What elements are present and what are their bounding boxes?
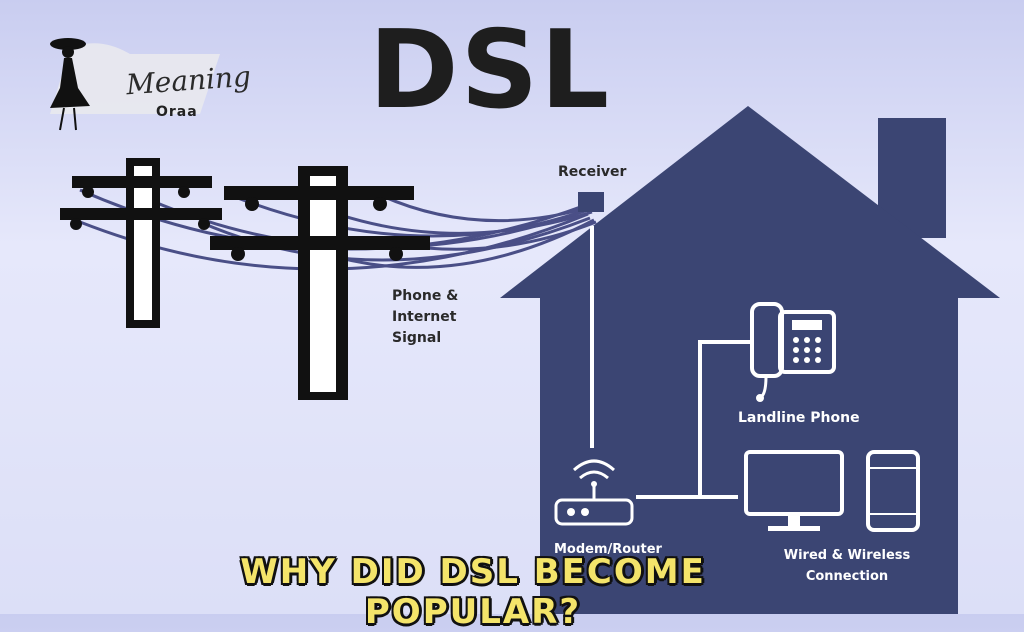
meaning-oraa-logo: Meaning Oraa [30, 28, 252, 138]
utility-pole-right [210, 166, 430, 400]
logo-figure-icon [50, 38, 220, 131]
landline-label: Landline Phone [738, 410, 860, 426]
signal-label: Phone & Internet Signal [392, 288, 459, 346]
headline-banner: WHY DID DSL BECOME POPULAR? [240, 552, 706, 632]
computer-monitor-icon [744, 450, 844, 531]
utility-pole-left [60, 158, 222, 328]
internal-wiring [636, 340, 752, 499]
receiver-label: Receiver [558, 164, 627, 180]
receiver-antenna [578, 192, 604, 448]
tablet-icon [866, 450, 920, 532]
diagram-title: DSL [368, 8, 612, 133]
logo-word-oraa: Oraa [156, 104, 198, 120]
wired-wireless-label: Wired & Wireless Connection [783, 548, 911, 584]
modem-router-icon [554, 459, 634, 526]
modem-router-label: Modem/Router [554, 542, 662, 557]
dsl-diagram [60, 106, 1000, 614]
landline-phone-icon [750, 302, 836, 402]
